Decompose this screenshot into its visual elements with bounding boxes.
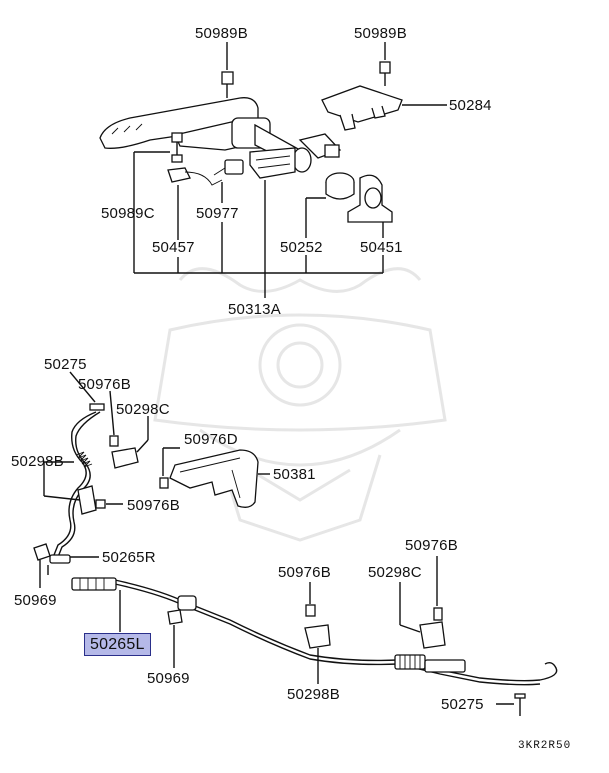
part-label-50976b[interactable]: 50976B	[405, 537, 458, 554]
diagram-code: 3KR2R50	[518, 740, 572, 752]
part-label-50298c[interactable]: 50298C	[116, 401, 170, 418]
part-label-50976b[interactable]: 50976B	[278, 564, 331, 581]
part-label-50275[interactable]: 50275	[441, 696, 484, 713]
part-label-50275[interactable]: 50275	[44, 356, 87, 373]
part-label-50298b[interactable]: 50298B	[287, 686, 340, 703]
part-label-50298c[interactable]: 50298C	[368, 564, 422, 581]
leaders-lower	[39, 371, 514, 705]
leaders-upper	[133, 42, 447, 298]
part-label-50457[interactable]: 50457	[152, 239, 195, 256]
part-label-50989b[interactable]: 50989B	[195, 25, 248, 42]
part-label-50976b[interactable]: 50976B	[127, 497, 180, 514]
cable-assembly	[33, 403, 558, 716]
part-label-50989c[interactable]: 50989C	[101, 205, 155, 222]
part-label-50989b[interactable]: 50989B	[354, 25, 407, 42]
part-label-50976d[interactable]: 50976D	[184, 431, 238, 448]
part-label-50252[interactable]: 50252	[280, 239, 323, 256]
part-label-50298b[interactable]: 50298B	[11, 453, 64, 470]
part-label-50381[interactable]: 50381	[273, 466, 316, 483]
part-label-50265r[interactable]: 50265R	[102, 549, 156, 566]
lever-assembly	[99, 61, 403, 223]
part-label-50313a[interactable]: 50313A	[228, 301, 281, 318]
part-label-50451[interactable]: 50451	[360, 239, 403, 256]
part-label-50977[interactable]: 50977	[196, 205, 239, 222]
part-label-50976b[interactable]: 50976B	[78, 376, 131, 393]
part-label-50969[interactable]: 50969	[147, 670, 190, 687]
watermark-emblem	[153, 267, 447, 542]
part-label-50265l-highlighted[interactable]: 50265L	[84, 633, 151, 656]
part-label-50284[interactable]: 50284	[449, 97, 492, 114]
part-label-50969[interactable]: 50969	[14, 592, 57, 609]
